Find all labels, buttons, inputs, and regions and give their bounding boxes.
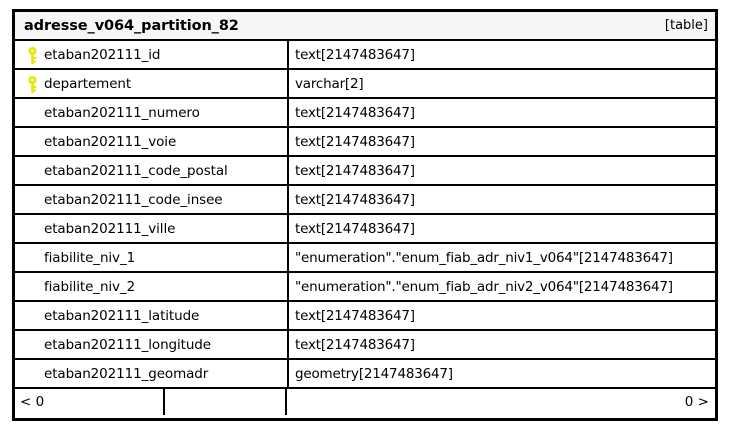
entity-footer: < 0 0 > [15, 389, 715, 415]
field-name-cell: etaban202111_ville [15, 215, 289, 242]
field-type-label: text[2147483647] [295, 133, 415, 150]
key-icon-slot-empty [22, 132, 44, 152]
key-icon-slot-empty [22, 306, 44, 326]
field-type-cell: "enumeration"."enum_fiab_adr_niv1_v064"[… [289, 244, 715, 271]
next-page-label: 0 > [684, 394, 709, 410]
field-type-label: text[2147483647] [295, 336, 415, 353]
entity-header[interactable]: adresse_v064_partition_82 [table] [15, 12, 715, 41]
prev-page-button[interactable]: < 0 [15, 389, 165, 415]
field-type-label: varchar[2] [295, 75, 364, 92]
field-name-label: etaban202111_code_postal [44, 162, 228, 179]
field-name-label: fiabilite_niv_1 [44, 249, 136, 266]
field-row[interactable]: etaban202111_longitude text[2147483647] [15, 331, 715, 360]
field-row[interactable]: etaban202111_id text[2147483647] [15, 41, 715, 70]
field-name-label: etaban202111_code_insee [44, 191, 223, 208]
prev-page-label: < 0 [20, 394, 45, 410]
field-name-label: etaban202111_latitude [44, 307, 200, 324]
field-name-cell: etaban202111_geomadr [15, 360, 289, 387]
entity-kind-label: [table] [664, 18, 708, 33]
field-name-cell: etaban202111_voie [15, 128, 289, 155]
field-name-cell: etaban202111_latitude [15, 302, 289, 329]
field-row[interactable]: etaban202111_code_postal text[2147483647] [15, 157, 715, 186]
field-name-cell: departement [15, 70, 289, 97]
primary-key-icon [27, 46, 38, 68]
key-icon-slot-empty [22, 219, 44, 239]
field-type-label: "enumeration"."enum_fiab_adr_niv2_v064"[… [295, 278, 673, 295]
field-type-label: text[2147483647] [295, 191, 415, 208]
field-name-label: etaban202111_geomadr [44, 365, 209, 382]
field-name-label: etaban202111_ville [44, 220, 176, 237]
field-row[interactable]: etaban202111_numero text[2147483647] [15, 99, 715, 128]
next-page-button[interactable]: 0 > [287, 389, 715, 415]
field-type-cell: text[2147483647] [289, 157, 715, 184]
field-row[interactable]: etaban202111_ville text[2147483647] [15, 215, 715, 244]
field-type-cell: text[2147483647] [289, 128, 715, 155]
field-name-label: departement [44, 75, 132, 92]
field-type-cell: text[2147483647] [289, 302, 715, 329]
field-type-cell: text[2147483647] [289, 186, 715, 213]
key-icon-slot-empty [22, 248, 44, 268]
field-name-label: etaban202111_numero [44, 104, 200, 121]
field-row[interactable]: etaban202111_code_insee text[2147483647] [15, 186, 715, 215]
key-icon-slot-empty [22, 277, 44, 297]
field-name-label: etaban202111_voie [44, 133, 177, 150]
field-name-cell: etaban202111_id [15, 41, 289, 68]
key-icon-slot-empty [22, 103, 44, 123]
field-type-cell: text[2147483647] [289, 215, 715, 242]
field-name-cell: etaban202111_longitude [15, 331, 289, 358]
field-type-label: geometry[2147483647] [295, 365, 453, 382]
field-name-label: etaban202111_id [44, 46, 161, 63]
field-name-cell: etaban202111_code_insee [15, 186, 289, 213]
field-type-cell: text[2147483647] [289, 41, 715, 68]
field-type-cell: "enumeration"."enum_fiab_adr_niv2_v064"[… [289, 273, 715, 300]
field-name-cell: fiabilite_niv_2 [15, 273, 289, 300]
footer-spacer-cell [165, 389, 287, 415]
field-type-cell: varchar[2] [289, 70, 715, 97]
field-type-label: "enumeration"."enum_fiab_adr_niv1_v064"[… [295, 249, 673, 266]
field-type-label: text[2147483647] [295, 307, 415, 324]
key-icon-slot-empty [22, 335, 44, 355]
entity-title: adresse_v064_partition_82 [24, 17, 239, 34]
key-icon-slot [22, 45, 44, 65]
field-type-cell: geometry[2147483647] [289, 360, 715, 387]
field-type-cell: text[2147483647] [289, 99, 715, 126]
field-name-cell: etaban202111_numero [15, 99, 289, 126]
entity-table-box[interactable]: adresse_v064_partition_82 [table] etaban… [12, 9, 718, 421]
field-type-cell: text[2147483647] [289, 331, 715, 358]
primary-key-icon [27, 75, 38, 97]
field-name-label: fiabilite_niv_2 [44, 278, 136, 295]
field-row[interactable]: fiabilite_niv_2 "enumeration"."enum_fiab_… [15, 273, 715, 302]
field-name-cell: fiabilite_niv_1 [15, 244, 289, 271]
key-icon-slot-empty [22, 364, 44, 384]
field-list: etaban202111_id text[2147483647] departeme… [15, 41, 715, 389]
field-row[interactable]: etaban202111_voie text[2147483647] [15, 128, 715, 157]
key-icon-slot-empty [22, 161, 44, 181]
field-row[interactable]: etaban202111_geomadr geometry[2147483647] [15, 360, 715, 389]
key-icon-slot [22, 74, 44, 94]
field-row[interactable]: etaban202111_latitude text[2147483647] [15, 302, 715, 331]
field-type-label: text[2147483647] [295, 162, 415, 179]
field-name-cell: etaban202111_code_postal [15, 157, 289, 184]
field-row[interactable]: fiabilite_niv_1 "enumeration"."enum_fiab_… [15, 244, 715, 273]
field-row[interactable]: departement varchar[2] [15, 70, 715, 99]
field-type-label: text[2147483647] [295, 220, 415, 237]
field-type-label: text[2147483647] [295, 104, 415, 121]
field-name-label: etaban202111_longitude [44, 336, 211, 353]
key-icon-slot-empty [22, 190, 44, 210]
field-type-label: text[2147483647] [295, 46, 415, 63]
